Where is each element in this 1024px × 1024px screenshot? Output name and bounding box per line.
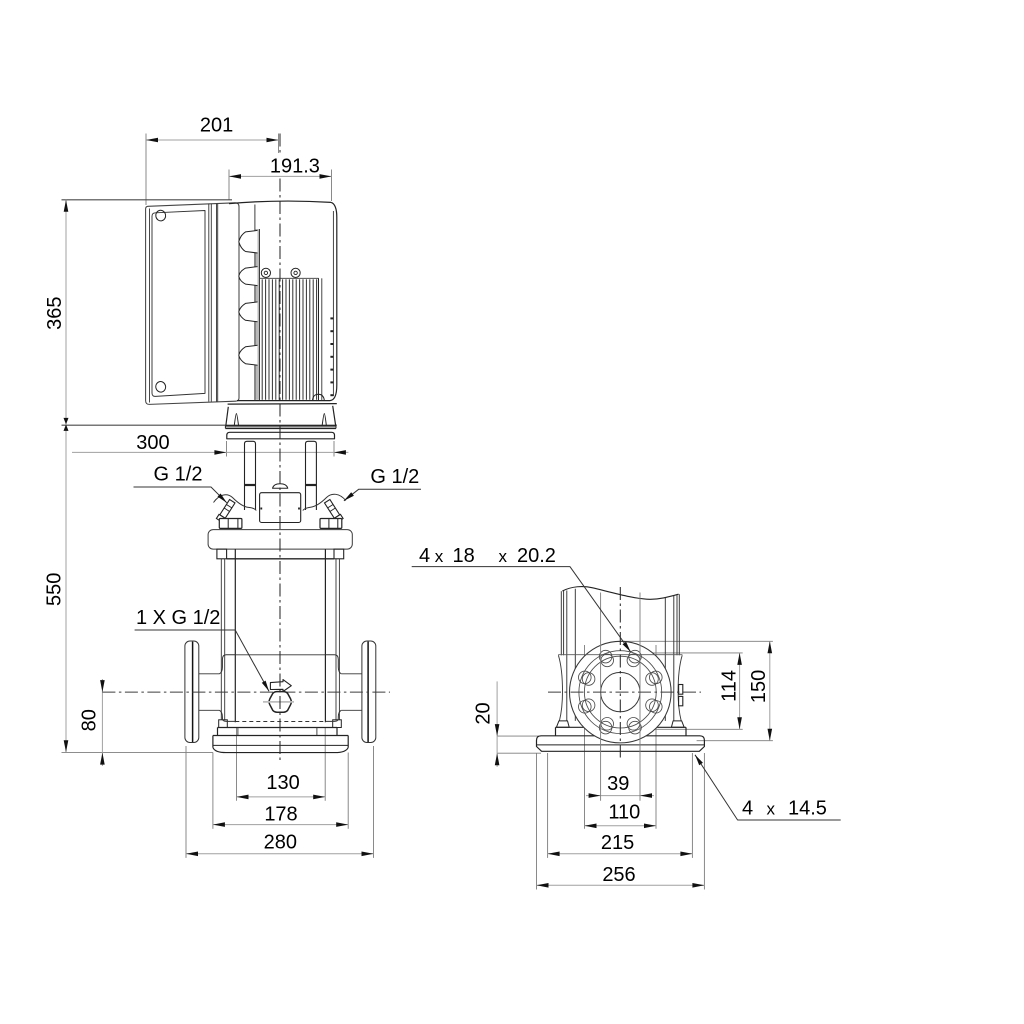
svg-text:20.2: 20.2 <box>517 545 556 567</box>
svg-text:365: 365 <box>44 297 66 330</box>
svg-text:550: 550 <box>44 573 66 606</box>
svg-text:4: 4 <box>742 798 753 820</box>
svg-text:80: 80 <box>79 709 101 731</box>
svg-text:14.5: 14.5 <box>788 798 827 820</box>
svg-text:130: 130 <box>266 772 299 794</box>
svg-text:20: 20 <box>473 702 495 724</box>
svg-text:114: 114 <box>718 670 740 702</box>
svg-text:4: 4 <box>419 545 430 567</box>
svg-text:x: x <box>767 800 776 819</box>
svg-text:201: 201 <box>200 115 233 137</box>
svg-text:150: 150 <box>748 670 770 703</box>
svg-text:280: 280 <box>264 832 297 854</box>
svg-text:300: 300 <box>136 432 169 454</box>
svg-text:110: 110 <box>608 802 640 824</box>
svg-text:256: 256 <box>602 864 635 886</box>
svg-text:G 1/2: G 1/2 <box>370 466 419 488</box>
svg-text:191.3: 191.3 <box>270 156 320 178</box>
svg-text:x: x <box>435 547 444 566</box>
svg-text:1 X G 1/2: 1 X G 1/2 <box>136 607 221 629</box>
svg-text:215: 215 <box>601 832 634 854</box>
svg-text:x: x <box>499 547 508 566</box>
svg-text:39: 39 <box>607 773 629 795</box>
svg-text:18: 18 <box>453 545 475 567</box>
svg-text:G 1/2: G 1/2 <box>154 464 203 486</box>
svg-text:178: 178 <box>264 803 297 825</box>
